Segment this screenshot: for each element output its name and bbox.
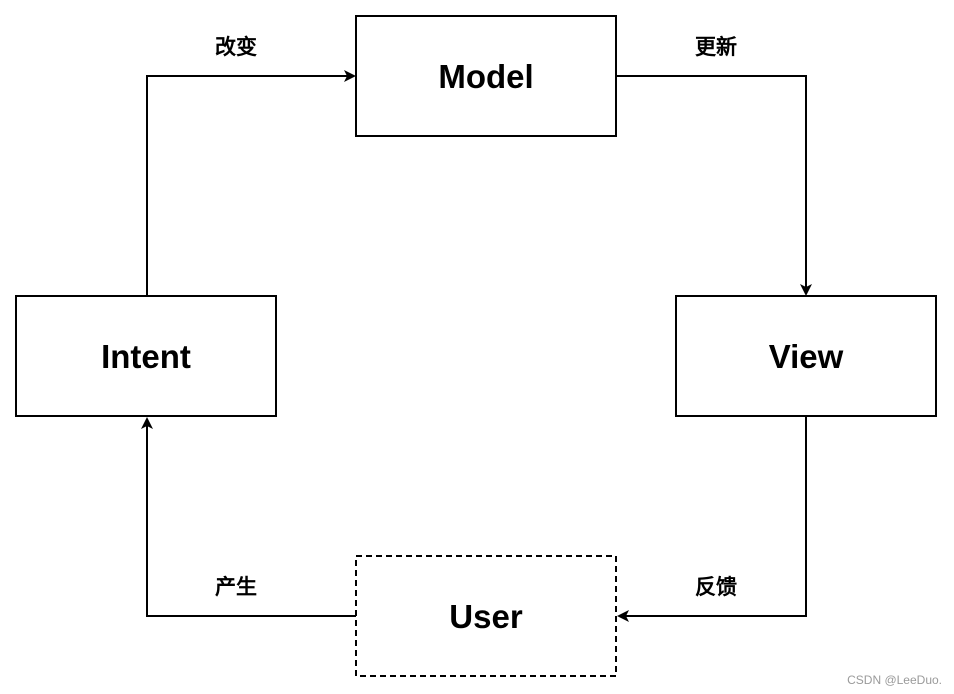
node-view-box — [675, 295, 937, 417]
edge-view-to-user: 反馈 — [617, 416, 807, 622]
edge-model-to-view: 更新 — [616, 35, 812, 296]
node-intent: Intent — [15, 295, 277, 417]
node-model: Model — [355, 15, 617, 137]
node-user-box — [355, 555, 617, 677]
node-view: View — [675, 295, 937, 417]
node-model-box — [355, 15, 617, 137]
node-user: User — [355, 555, 617, 677]
node-view-label: View — [769, 338, 844, 375]
edge-label-update: 更新 — [695, 35, 737, 59]
edge-label-change: 改变 — [215, 35, 257, 59]
edge-label-produce: 产生 — [215, 575, 257, 599]
edge-user-to-intent-line — [141, 417, 356, 617]
node-user-label: User — [449, 598, 523, 635]
edge-intent-to-model-line — [146, 70, 356, 296]
edge-view-to-user-line — [617, 416, 807, 622]
edge-user-to-intent: 产生 — [141, 417, 356, 617]
edge-intent-to-model: 改变 — [146, 35, 356, 296]
edge-model-to-view-line — [616, 75, 812, 296]
node-model-label: Model — [438, 58, 533, 95]
node-intent-label: Intent — [101, 338, 191, 375]
edge-label-feedback: 反馈 — [695, 575, 737, 599]
node-intent-box — [15, 295, 277, 417]
watermark-text: CSDN @LeeDuo. — [847, 673, 942, 687]
